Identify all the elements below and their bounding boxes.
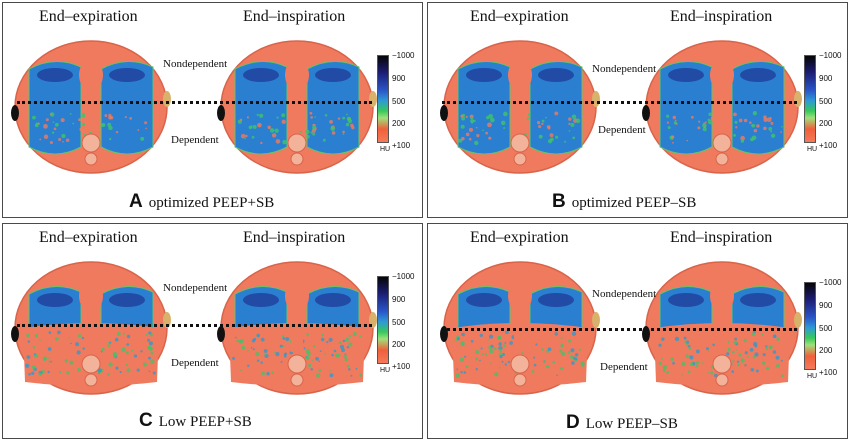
colorbar-tick: +100: [819, 368, 838, 377]
colorbar-unit: HU: [380, 367, 391, 374]
phase-label-right: End–inspiration: [670, 8, 773, 25]
colorbar-unit: HU: [807, 373, 818, 380]
orientation-nondependent: Nondependent: [163, 58, 228, 70]
ct-scan-inspiration: [642, 256, 802, 411]
hu-colorbar: [377, 55, 389, 143]
colorbar-tick: −1000: [392, 272, 415, 281]
dorsoventral-midline: [442, 101, 797, 104]
panel-a: End–expiration End–inspiration Nondepend…: [2, 2, 423, 218]
colorbar-tick: 900: [819, 301, 833, 310]
orientation-nondependent: Nondependent: [163, 282, 228, 294]
panel-letter: C: [139, 410, 153, 431]
colorbar-tick: 200: [819, 119, 833, 128]
colorbar-tick: 500: [392, 318, 406, 327]
dorsoventral-midline: [17, 324, 372, 327]
phase-label-left: End–expiration: [39, 8, 138, 25]
ct-scan-inspiration: [217, 256, 377, 411]
ct-scan-inspiration: [217, 35, 377, 190]
orientation-dependent: Dependent: [600, 361, 648, 373]
panel-d: End–expiration End–inspiration Nondepend…: [427, 223, 848, 439]
colorbar-tick: 900: [392, 74, 406, 83]
panel-letter: B: [552, 191, 566, 212]
orientation-dependent: Dependent: [171, 134, 219, 146]
colorbar-unit: HU: [380, 146, 391, 153]
phase-label-left: End–expiration: [39, 229, 138, 246]
colorbar-tick: 200: [819, 346, 833, 355]
hu-colorbar: [377, 276, 389, 364]
colorbar-unit: HU: [807, 146, 818, 153]
hu-colorbar: [804, 282, 816, 370]
colorbar-tick: 200: [392, 340, 406, 349]
colorbar-tick: 900: [819, 74, 833, 83]
panel-caption: C Low PEEP+SB: [139, 410, 252, 432]
colorbar-tick: 200: [392, 119, 406, 128]
panel-b: End–expiration End–inspiration Nondepend…: [427, 2, 848, 218]
ct-scan-expiration: [11, 35, 171, 190]
dorsoventral-midline: [442, 328, 797, 331]
ct-scan-inspiration: [642, 35, 802, 190]
phase-label-left: End–expiration: [470, 229, 569, 246]
colorbar-tick: 500: [819, 324, 833, 333]
panel-caption-text: optimized PEEP+SB: [148, 195, 275, 211]
ct-scan-expiration: [11, 256, 171, 411]
dorsoventral-midline: [17, 101, 372, 104]
colorbar-tick: +100: [819, 141, 838, 150]
colorbar-tick: 500: [819, 97, 833, 106]
phase-label-right: End–inspiration: [243, 8, 346, 25]
hu-colorbar: [804, 55, 816, 143]
orientation-dependent: Dependent: [171, 357, 219, 369]
panel-letter: A: [129, 191, 143, 212]
ct-scan-expiration: [440, 256, 600, 411]
orientation-nondependent: Nondependent: [592, 63, 657, 75]
colorbar-tick: −1000: [819, 51, 842, 60]
phase-label-right: End–inspiration: [243, 229, 346, 246]
panel-caption: D Low PEEP–SB: [566, 412, 678, 434]
phase-label-right: End–inspiration: [670, 229, 773, 246]
panel-letter: D: [566, 412, 580, 433]
colorbar-tick: +100: [392, 141, 411, 150]
colorbar-tick: 500: [392, 97, 406, 106]
phase-label-left: End–expiration: [470, 8, 569, 25]
panel-caption-text: Low PEEP+SB: [158, 414, 252, 430]
ct-scan-expiration: [440, 35, 600, 190]
panel-caption-text: optimized PEEP–SB: [571, 195, 697, 211]
panel-caption-text: Low PEEP–SB: [585, 416, 678, 432]
orientation-nondependent: Nondependent: [592, 288, 657, 300]
colorbar-tick: −1000: [819, 278, 842, 287]
colorbar-tick: 900: [392, 295, 406, 304]
colorbar-tick: −1000: [392, 51, 415, 60]
colorbar-tick: +100: [392, 362, 411, 371]
orientation-dependent: Dependent: [598, 124, 646, 136]
panel-c: End–expiration End–inspiration Nondepend…: [2, 223, 423, 439]
